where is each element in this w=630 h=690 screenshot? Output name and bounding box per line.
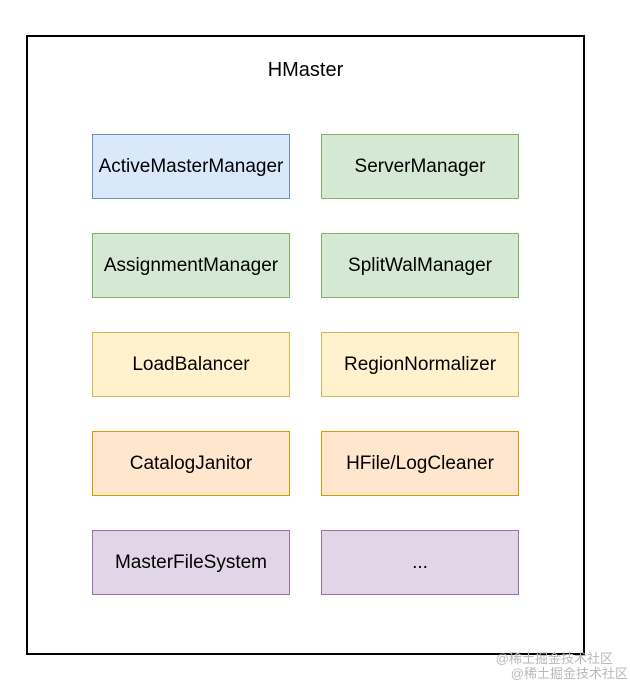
component-box-load-balancer: LoadBalancer bbox=[92, 332, 290, 397]
component-box-active-master-manager: ActiveMasterManager bbox=[92, 134, 290, 199]
component-box-split-wal-manager: SplitWalManager bbox=[321, 233, 519, 298]
component-box-assignment-manager: AssignmentManager bbox=[92, 233, 290, 298]
watermark: @稀土掘金技术社区 @稀土掘金技术社区 bbox=[496, 651, 628, 681]
watermark-line: @稀土掘金技术社区 bbox=[495, 651, 613, 666]
component-box-ellipsis: ... bbox=[321, 530, 519, 595]
component-box-region-normalizer: RegionNormalizer bbox=[321, 332, 519, 397]
watermark-line: @稀土掘金技术社区 bbox=[510, 666, 628, 681]
component-box-catalog-janitor: CatalogJanitor bbox=[92, 431, 290, 496]
component-label: HFile/LogCleaner bbox=[346, 453, 494, 474]
hmaster-frame: HMaster ActiveMasterManager ServerManage… bbox=[26, 35, 585, 655]
component-box-server-manager: ServerManager bbox=[321, 134, 519, 199]
component-grid: ActiveMasterManager ServerManager Assign… bbox=[92, 134, 519, 595]
component-label: AssignmentManager bbox=[103, 255, 279, 276]
component-label: MasterFileSystem bbox=[114, 552, 268, 573]
diagram-title: HMaster bbox=[267, 59, 344, 81]
component-box-hfile-log-cleaner: HFile/LogCleaner bbox=[321, 431, 519, 496]
component-box-master-file-system: MasterFileSystem bbox=[92, 530, 290, 595]
component-label: CatalogJanitor bbox=[129, 453, 253, 474]
component-label: ServerManager bbox=[354, 156, 486, 177]
component-label: ... bbox=[412, 552, 428, 573]
component-label: ActiveMasterManager bbox=[98, 156, 284, 177]
component-label: SplitWalManager bbox=[348, 255, 492, 276]
component-label: RegionNormalizer bbox=[343, 354, 497, 375]
component-label: LoadBalancer bbox=[132, 354, 250, 375]
